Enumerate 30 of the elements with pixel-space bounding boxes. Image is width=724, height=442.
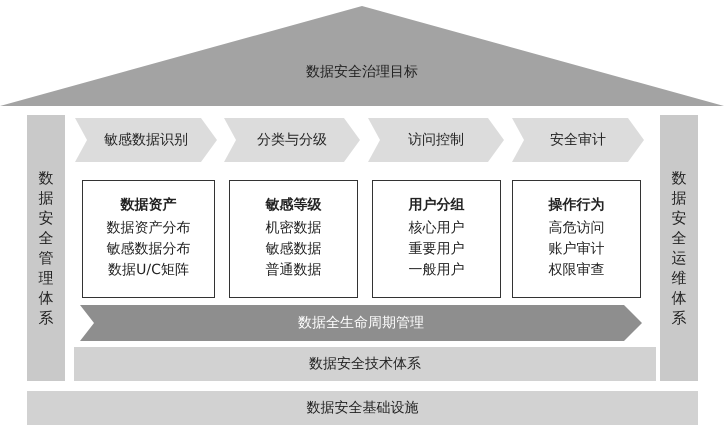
category-card <box>512 180 641 298</box>
goal-title: 数据安全治理目标 <box>306 63 418 81</box>
band-label: 数据全生命周期管理 <box>298 314 424 332</box>
card-item: 权限审查 <box>548 261 606 280</box>
card-item: 机密数据 <box>264 219 322 238</box>
card-item: 重要用户 <box>408 240 466 259</box>
card-item: 普通数据 <box>264 261 322 280</box>
card-item: 高危访问 <box>548 219 606 238</box>
step-label: 访问控制 <box>408 131 464 149</box>
card-heading: 用户分组 <box>407 196 466 215</box>
step-label: 敏感数据识别 <box>104 131 188 149</box>
category-card <box>229 180 358 298</box>
card-heading: 敏感等级 <box>264 196 322 215</box>
card-item: 敏感数据 <box>264 240 322 259</box>
band-label: 数据安全基础设施 <box>306 399 418 417</box>
card-item: 核心用户 <box>408 219 466 238</box>
card-item: 敏感数据分布 <box>106 240 192 259</box>
card-item: 一般用户 <box>408 261 466 280</box>
card-heading: 数据资产 <box>119 196 178 215</box>
pillar-label: 数据安全管理体系 <box>38 168 54 328</box>
band-label: 数据安全技术体系 <box>309 355 421 373</box>
card-item: 数据资产分布 <box>106 219 192 238</box>
card-item: 账户审计 <box>548 240 606 259</box>
step-label: 安全审计 <box>550 131 606 149</box>
category-card <box>372 180 501 298</box>
card-heading: 操作行为 <box>547 196 606 215</box>
pillar-label: 数据安全运维体系 <box>671 168 687 328</box>
card-item: 数据U/C矩阵 <box>107 261 190 280</box>
category-card <box>82 180 215 298</box>
step-label: 分类与分级 <box>257 131 327 149</box>
